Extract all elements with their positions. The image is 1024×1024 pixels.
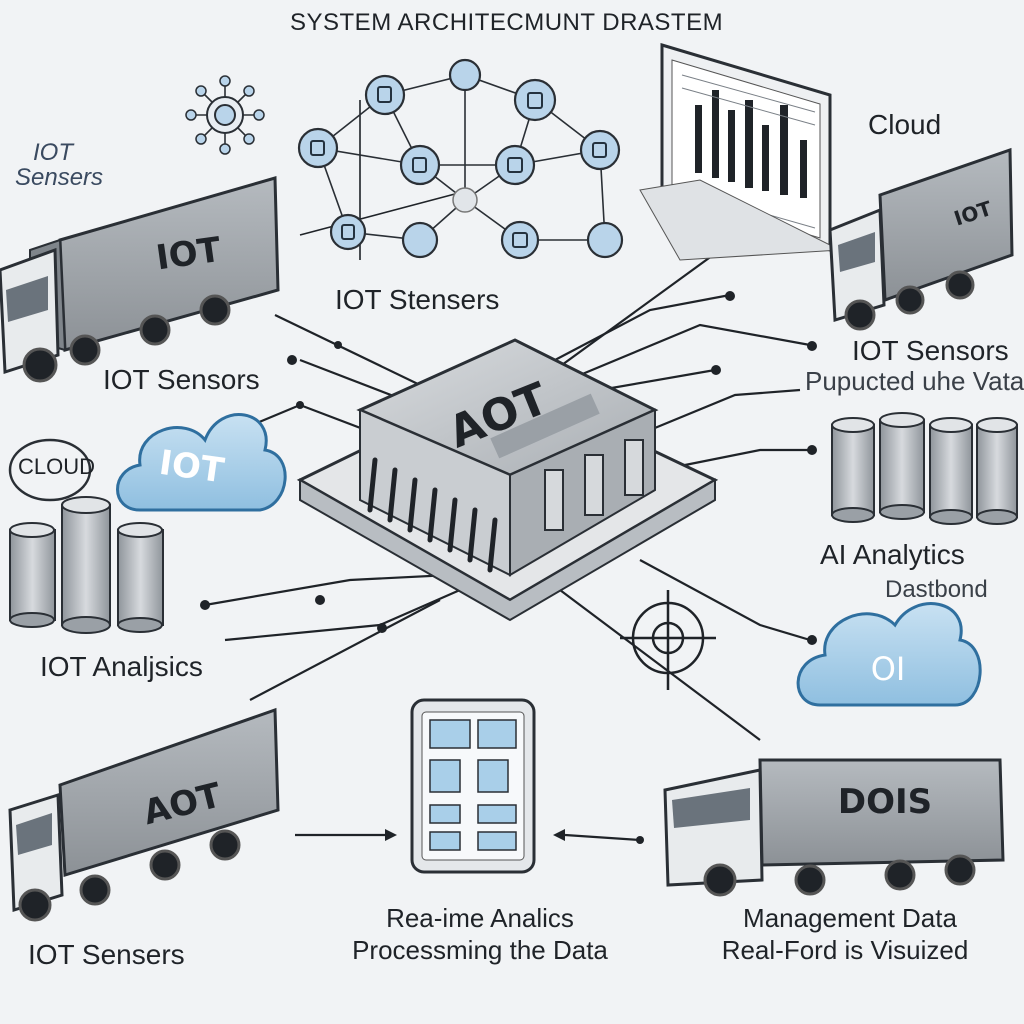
network-node-icon [448,58,482,92]
label-iot-sensers-top-left-line2: Sensers [15,164,104,191]
label-iot-sensors-right: IOT Sensors [852,335,1009,366]
network-node-icon [329,213,367,251]
network-node-icon [586,221,624,259]
label-iot-analsics: IOT Analjsics [40,651,203,682]
truck-bottom-left-icon: AOT [8,707,280,922]
cloud-label: OI [871,650,906,688]
connection-dots [200,291,817,844]
central-hub-chip: AOT [296,338,719,622]
label-iot-stensers: IOT Stensers [335,284,500,315]
label-ai-analytics: AI Analytics [820,539,965,570]
cloud-right-icon: OI [796,602,982,707]
database-stack-left-icon [9,496,164,634]
truck-top-right-icon: IOT [828,147,1014,331]
label-realtime-line2: Processming the Data [352,935,608,965]
connection-line [639,559,811,642]
label-puplicated-data: Pupucted uhe Vata [805,366,1024,396]
network-node-icon [579,129,621,171]
network-node-icon [494,144,536,186]
label-realtime-line1: Rea-ime Analics [386,903,574,933]
label-iot-sensers-top-left-line1: IOT [33,139,73,166]
connection-line [579,323,811,377]
network-node-icon [513,78,557,122]
truck-top-left-icon: IOT [0,176,280,383]
network-hub-node-icon [452,187,478,213]
connection-line [659,448,810,472]
connection-line [554,293,731,361]
network-node-icon [401,221,439,259]
cloud-label: IOT [157,443,227,492]
label-cloud-top-right: Cloud [868,109,942,140]
connection-line [554,243,831,371]
label-management-line1: Management Data [743,903,957,933]
network-node-icon [364,74,406,116]
label-management-line2: Real-Ford is Visuized [721,935,969,965]
connection-line [559,589,761,741]
label-iot-sensors-left: IOT Sensors [103,364,260,395]
connection-line [249,599,441,701]
tablet-icon [410,698,536,874]
network-node-icon [297,127,339,169]
network-node-icon [399,144,441,186]
connection-line [204,573,451,607]
connection-line [274,314,421,386]
truck-bottom-right-icon: DOIS [663,758,1005,897]
database-stack-right-icon [831,412,1018,525]
connection-line [649,388,801,432]
crosshair-icon [620,590,716,690]
diagram-title: SYSTEM ARCHITECMUNT DRASTEM [290,9,724,36]
truck-label: IOT [154,230,224,279]
sensor-network [297,58,624,260]
connection-line [224,588,461,642]
cloud-outline-icon [8,438,92,502]
truck-label: DOIS [838,782,932,822]
label-iot-sensers-bottom: IOT Sensers [28,939,185,970]
dashboard-monitor-icon [639,42,842,261]
connection-line [564,833,641,842]
network-node-icon [500,220,540,260]
connection-line [599,368,716,392]
sensor-hub-icon [185,75,265,155]
label-dashboard: Dastbond [885,576,988,603]
label-cloud-left: CLOUD [18,454,96,479]
cloud-left-icon: IOT [116,413,287,512]
